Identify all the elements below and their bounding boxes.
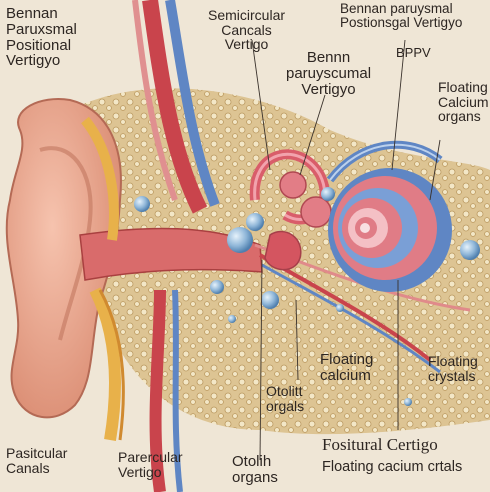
outer-ear (5, 98, 122, 419)
saccule (300, 196, 332, 228)
label-right-lower: Floating crystals (428, 353, 478, 384)
label-bottom-left: Pasitcular Canals (6, 445, 68, 476)
label-bottom-right-title: Fositural Certigo (322, 435, 438, 454)
label-top-center: Semicircular Cancals Vertigo (208, 7, 286, 53)
label-middle-center: Bennn paruyscumal Vertigyo (286, 49, 372, 98)
label-bottom-right-sub: Floating cacium crtals (322, 459, 463, 475)
label-floating-calcium-mid: Floating calcium (320, 351, 374, 384)
label-bottom-center: Otolih organs (232, 453, 278, 486)
cochlea (328, 168, 452, 292)
floating-crystals (134, 187, 480, 406)
leader-lines (251, 39, 441, 461)
utricle (279, 171, 307, 199)
label-bppv: BPPV (396, 45, 431, 60)
label-top-left: Bennan Paruxsmal Positional Vertigyo (6, 5, 77, 70)
blood-vessel (142, 0, 208, 214)
label-right-upper: Floating Calcium organs (438, 79, 489, 125)
label-top-right: Bennan paruysmal Postionsgal Vertigyo (340, 1, 463, 31)
label-otolith-organs-mid: Otolitt orgals (266, 383, 305, 414)
label-bottom-center-left: Parercular Vertigo (118, 449, 183, 480)
